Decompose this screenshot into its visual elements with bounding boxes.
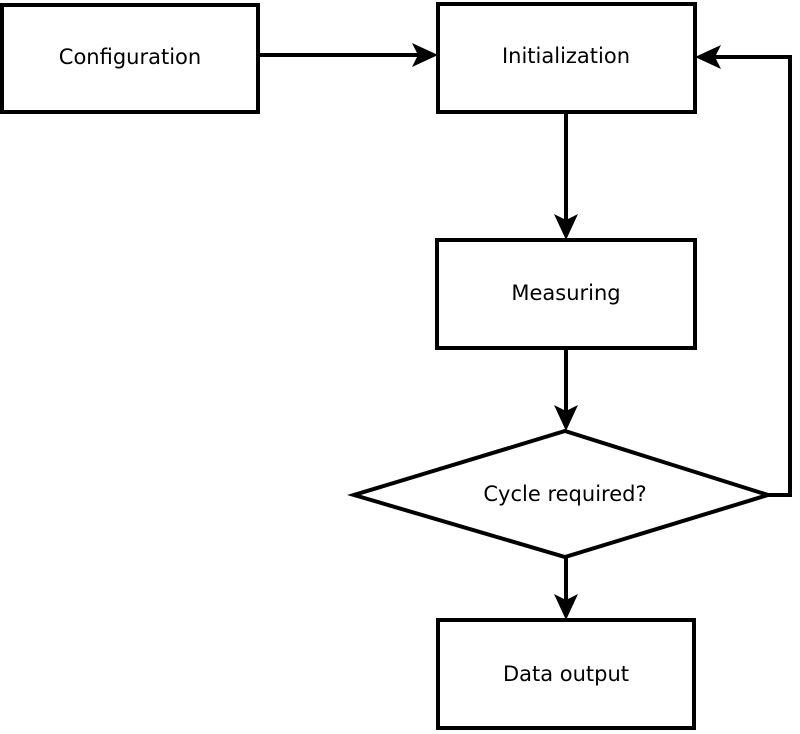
arrow-head-left	[695, 45, 721, 69]
edge-configuration-to-initialization	[258, 43, 438, 67]
configuration-label: Configuration	[59, 45, 201, 69]
node-initialization[interactable]: Initialization	[436, 2, 697, 114]
node-cycle-required[interactable]: Cycle required?	[347, 428, 775, 560]
initialization-box[interactable]	[436, 2, 697, 114]
arrow-head-down	[554, 594, 578, 620]
initialization-label: Initialization	[502, 44, 630, 68]
edge-cycle-required-to-initialization	[695, 45, 792, 497]
arrow-head-down	[554, 214, 578, 240]
data-output-label: Data output	[503, 662, 629, 686]
cycle-required-diamond[interactable]	[347, 428, 775, 560]
edge-measuring-to-cycle-required	[554, 348, 578, 431]
edge-line	[709, 55, 792, 497]
data-output-box[interactable]	[436, 618, 696, 730]
measuring-label: Measuring	[511, 281, 620, 305]
arrow-head-down	[554, 405, 578, 431]
node-measuring[interactable]: Measuring	[435, 238, 697, 350]
edge-initialization-to-measuring	[554, 112, 578, 240]
edge-cycle-required-to-data-output	[554, 557, 578, 620]
node-configuration[interactable]: Configuration	[0, 3, 260, 114]
cycle-required-label: Cycle required?	[483, 482, 646, 506]
node-data-output[interactable]: Data output	[436, 618, 696, 730]
arrow-head-right	[412, 43, 438, 67]
configuration-box[interactable]	[0, 3, 260, 114]
measuring-box[interactable]	[435, 238, 697, 350]
